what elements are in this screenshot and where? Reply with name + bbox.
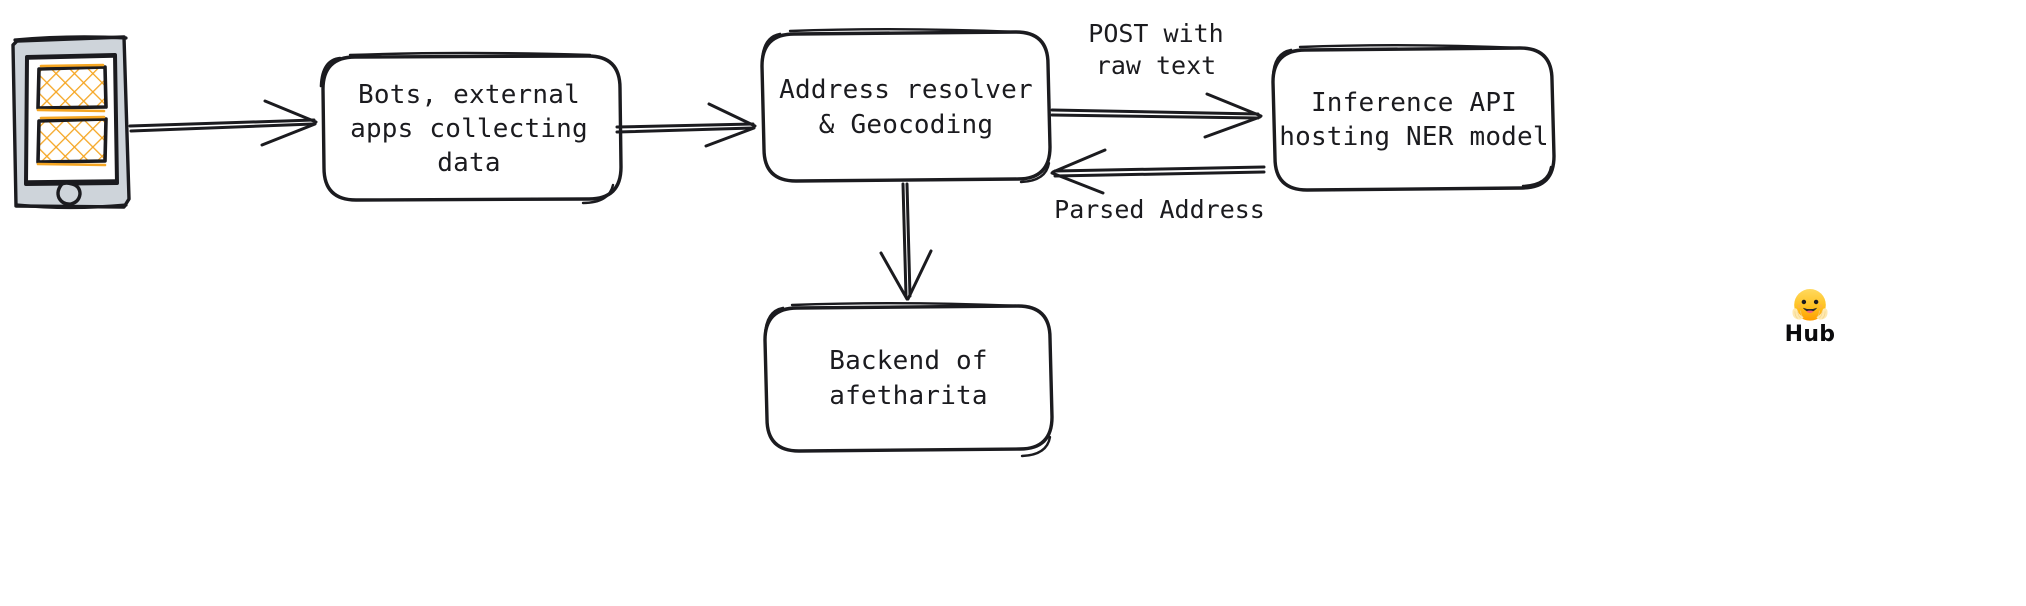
node-inference-box: [1271, 44, 1556, 192]
node-resolver-box: [760, 28, 1052, 184]
edge-phone-to-bots: [128, 99, 318, 147]
edge-resolver-to-inference: [1050, 92, 1263, 139]
hub-logo-caption: Hub: [1784, 322, 1836, 347]
edge-resolver-to-backend: [879, 182, 933, 301]
phone-mockup-icon: [11, 35, 131, 210]
hugging-face-emoji-icon: [1792, 289, 1828, 321]
edge-inference-to-resolver: [1050, 148, 1266, 195]
hugging-face-hub-logo: Hub: [1760, 284, 1860, 347]
edge-bots-to-resolver: [615, 102, 757, 148]
node-backend-box: [763, 302, 1054, 458]
node-bots-box: [319, 51, 623, 205]
